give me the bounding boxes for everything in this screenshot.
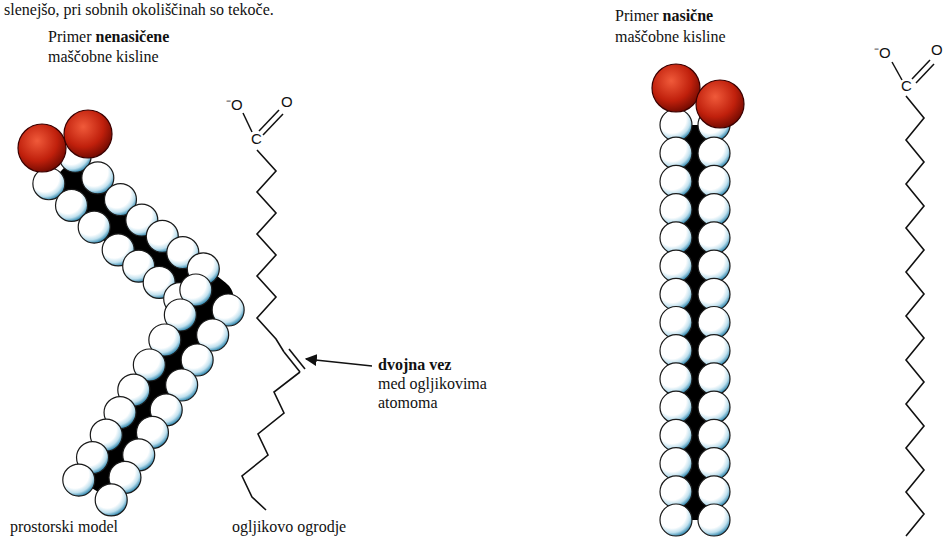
atom-symbol: O: [281, 93, 293, 111]
hydrogen-atom: [698, 335, 730, 367]
figure-heading: nenasičene: [96, 27, 170, 46]
double-bond: [284, 352, 300, 372]
part-caption: prostorski model: [10, 517, 118, 536]
carboxyl-bonds: [243, 60, 934, 135]
hydrogen-atom: [698, 222, 730, 254]
atom-symbol: O: [931, 41, 943, 59]
atom-symbol: C: [251, 130, 262, 148]
carbon-skeleton: [242, 150, 305, 510]
single-bond: [892, 62, 902, 80]
figure-heading: maščobne kisline: [48, 47, 159, 66]
hydrogen-atom: [698, 476, 730, 508]
molecule-backbone: [62, 170, 212, 490]
pointer-arrow: [306, 359, 372, 366]
figure-heading: Primer: [615, 6, 659, 25]
double-bond: [289, 349, 305, 369]
hydrogen-atom: [660, 363, 692, 395]
double-bond: [912, 60, 930, 79]
hydrogen-atom: [660, 307, 692, 339]
single-bond: [243, 113, 252, 132]
carbon-chain: [257, 150, 284, 352]
hydrogen-atom: [660, 335, 692, 367]
space-filling-model: [18, 110, 244, 516]
hydrogen-atom: [698, 504, 730, 536]
carbon-skeleton: [906, 96, 924, 536]
callout-text: med ogljikovima atomoma: [378, 374, 496, 412]
hydrogen-atom: [660, 504, 692, 536]
part-caption: ogljikovo ogrodje: [232, 517, 346, 536]
figure-heading: nasične: [663, 6, 714, 25]
hydrogen-atom: [698, 307, 730, 339]
hydrogen-atom: [698, 419, 730, 451]
double-bond: [916, 64, 934, 83]
hydrogen-atom: [660, 222, 692, 254]
atom-symbol: ⁻O: [874, 44, 891, 62]
hydrogen-atom: [660, 391, 692, 423]
hydrogen-atom: [698, 278, 730, 310]
callout-text: dvojna vez: [378, 355, 451, 374]
hydrogen-atom: [698, 250, 730, 282]
double-bond: [263, 114, 283, 135]
hydrogen-atom: [78, 211, 110, 243]
oxygen-atom: [64, 110, 112, 158]
hydrogen-atom: [660, 109, 692, 141]
hydrogen-atom: [660, 165, 692, 197]
hydrogen-atom: [95, 484, 127, 516]
hydrogen-atom: [660, 250, 692, 282]
oxygen-atom: [696, 80, 744, 128]
hydrogen-atom: [698, 165, 730, 197]
figure-heading: Primer: [48, 27, 92, 46]
atom-symbol: ⁻O: [226, 96, 243, 114]
hydrogen-atom: [698, 448, 730, 480]
hydrogen-atom: [660, 278, 692, 310]
space-filling-model: [652, 64, 744, 536]
oxygen-atom: [18, 124, 66, 172]
hydrogen-atom: [660, 419, 692, 451]
atom-symbol: C: [901, 77, 912, 95]
body-text: slenejšo, pri sobnih okoliščinah so teko…: [4, 0, 274, 19]
hydrogen-atom: [660, 476, 692, 508]
oxygen-atom: [652, 64, 700, 112]
carbon-chain: [906, 96, 924, 536]
hydrogen-atom: [660, 448, 692, 480]
hydrogen-atom: [698, 194, 730, 226]
hydrogen-atom: [660, 194, 692, 226]
hydrogen-atom: [63, 464, 95, 496]
hydrogen-atom: [660, 137, 692, 169]
carbon-chain: [242, 372, 300, 510]
figure-heading: maščobne kisline: [615, 27, 726, 46]
hydrogen-atom: [698, 137, 730, 169]
hydrogen-atom: [698, 363, 730, 395]
hydrogen-atom: [698, 391, 730, 423]
